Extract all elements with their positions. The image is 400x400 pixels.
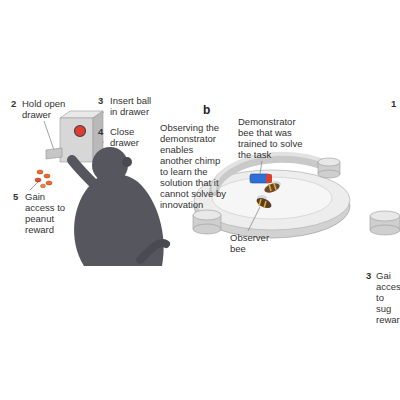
arena-inner [212, 177, 332, 219]
peanut [46, 181, 52, 185]
chimp-ear [122, 157, 132, 167]
callout-number: 3 [366, 270, 376, 281]
demonstrator-bee [263, 182, 281, 195]
platform-cylinder [370, 225, 400, 235]
callout-number: 1 [391, 98, 400, 109]
platform-cylinder [193, 210, 221, 220]
bee-stripe [264, 201, 266, 208]
peanut [37, 170, 43, 174]
step-label: Gai acces to sug rewar [376, 270, 398, 325]
leader-line [44, 121, 54, 150]
chimp-leg [140, 243, 166, 260]
peanut [41, 184, 46, 188]
leader-line [260, 161, 262, 174]
drawer [46, 148, 62, 159]
panel-letter: b [203, 104, 217, 117]
note-text: Observing the demonstrator enables anoth… [160, 122, 228, 210]
chimp-head [92, 147, 128, 183]
step-label: Hold open drawer [22, 98, 72, 120]
peanut [35, 178, 41, 182]
callout-label: Observer bee [230, 232, 275, 254]
leader-line [248, 207, 260, 231]
red-button [75, 126, 86, 137]
step-label: Close drawer [110, 126, 150, 148]
observer-bee [255, 196, 273, 210]
platform-cylinder [193, 224, 221, 234]
puzzle-box [60, 118, 93, 162]
leader-line [30, 182, 38, 190]
platform-cylinder [318, 170, 340, 178]
callout-number: 3 [98, 95, 110, 106]
callout-label: Demonstrator bee that was trained to sol… [238, 116, 310, 160]
platform-cylinder [370, 211, 400, 221]
bee-stripe [259, 199, 261, 206]
step-label: Gain access to peanut reward [25, 191, 69, 235]
callout-number: 4 [98, 126, 110, 137]
callout-number: 2 [11, 98, 23, 109]
callout-number: 5 [13, 191, 25, 202]
step-label: Insert ball in drawer [110, 95, 160, 117]
lid-object [266, 174, 272, 183]
bee-stripe [274, 183, 276, 190]
platform-cylinder [318, 158, 340, 166]
bee-stripe [269, 184, 271, 191]
peanut [44, 174, 50, 178]
